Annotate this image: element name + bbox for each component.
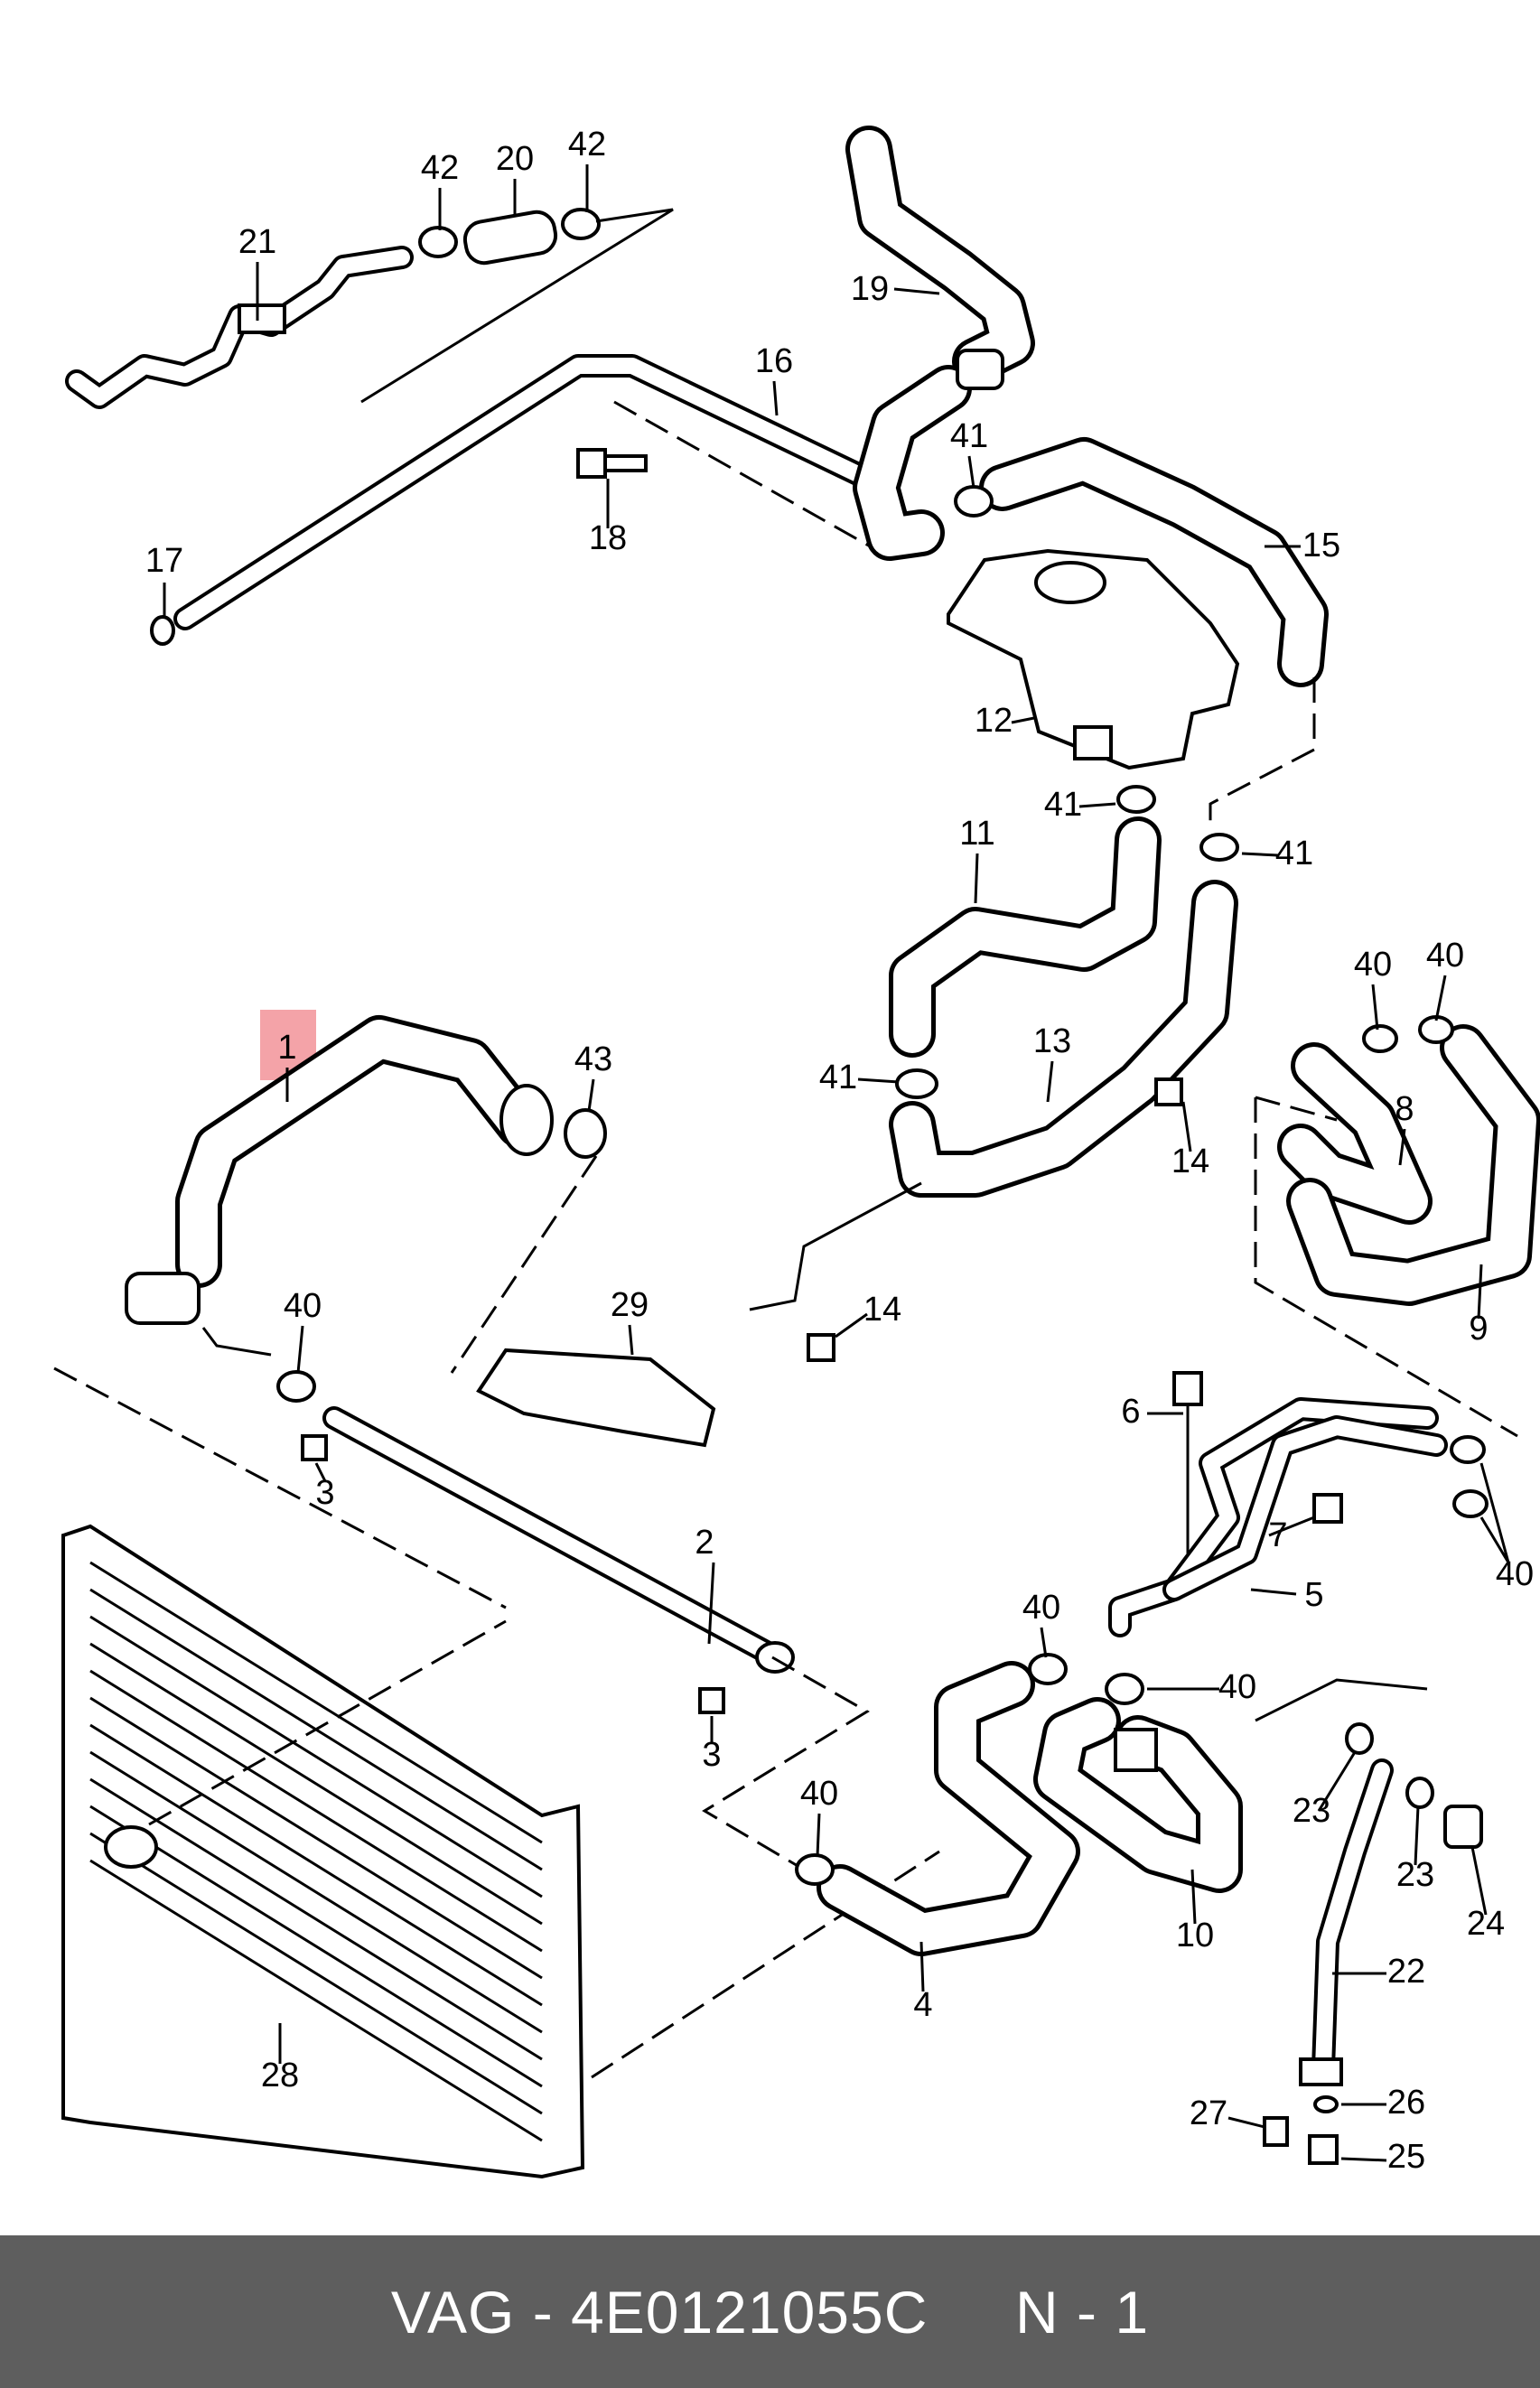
callout-13: 13 — [1033, 1022, 1071, 1060]
callout-43: 43 — [574, 1040, 612, 1078]
part-5-pipe — [1108, 1397, 1448, 1637]
callout-labels: 1 2 3 3 4 5 6 7 8 9 10 11 12 13 14 14 15… — [145, 126, 1534, 2176]
bolt-18 — [576, 448, 648, 479]
callout-1: 1 — [277, 1029, 296, 1067]
callout-40b: 40 — [1354, 946, 1392, 984]
leader-lines — [163, 164, 1510, 2162]
callout-29: 29 — [611, 1286, 649, 1324]
clamp-42-left — [418, 226, 458, 258]
clamp-40-hose9 — [1418, 1015, 1454, 1044]
ring-23-right — [1405, 1777, 1434, 1809]
callout-16: 16 — [755, 342, 793, 380]
part-22-pipe — [1255, 1678, 1428, 2086]
callout-7: 7 — [1268, 1516, 1287, 1554]
callout-5: 5 — [1304, 1576, 1323, 1614]
clamp-41-top — [954, 485, 994, 518]
callout-40a: 40 — [284, 1287, 322, 1325]
callout-4: 4 — [913, 1986, 932, 2024]
bolt-7 — [1312, 1493, 1343, 1524]
callout-14b: 14 — [863, 1291, 901, 1329]
bolt-6 — [1172, 1371, 1203, 1553]
callout-3b: 3 — [702, 1736, 721, 1774]
callout-2: 2 — [695, 1524, 714, 1562]
clamp-41-tank — [1116, 785, 1156, 814]
callout-40g: 40 — [800, 1775, 838, 1813]
bolt-3-bottom — [698, 1687, 725, 1714]
callout-42b: 42 — [568, 126, 606, 163]
clamp-40-hose8 — [1362, 1024, 1398, 1053]
washer-26 — [1313, 2095, 1339, 2113]
callout-40d: 40 — [1496, 1555, 1534, 1593]
part-13-pipe — [749, 880, 1238, 1311]
part-12-expansion-tank — [947, 548, 1240, 770]
part-10-hose — [1033, 1697, 1243, 1893]
part-number-caption: VAG - 4E0121055C N - 1 — [390, 2278, 1150, 2346]
clamp-40-hose10 — [1028, 1653, 1068, 1685]
part-15-hose — [979, 437, 1329, 687]
part-20-hose — [462, 210, 558, 266]
callout-3a: 3 — [315, 1474, 334, 1512]
callout-41a: 41 — [950, 417, 988, 455]
callout-26: 26 — [1387, 2084, 1425, 2122]
callout-23a: 23 — [1293, 1792, 1330, 1830]
coolant-system-drawing: 1 2 3 3 4 5 6 7 8 9 10 11 12 13 14 14 15… — [53, 126, 1540, 2179]
bolt-3-top — [301, 1434, 328, 1461]
clamp-41-right — [1199, 833, 1239, 862]
clamp-43 — [564, 1108, 607, 1159]
parts-diagram: 1 2 3 3 4 5 6 7 8 9 10 11 12 13 14 14 15… — [53, 126, 1540, 2179]
part-1-hose — [125, 1015, 554, 1325]
callout-9: 9 — [1469, 1310, 1488, 1348]
footer-bar: VAG - 4E0121055C N - 1 — [0, 2235, 1540, 2388]
clamp-40-hose4 — [795, 1853, 835, 1886]
part-4-hose — [817, 1661, 1080, 1956]
callout-21: 21 — [238, 223, 276, 261]
callout-25: 25 — [1387, 2138, 1425, 2176]
callout-42a: 42 — [421, 149, 459, 187]
callout-41b: 41 — [1044, 786, 1082, 824]
callout-15: 15 — [1302, 527, 1340, 564]
part-9-hose — [1286, 1024, 1540, 1306]
bolt-25 — [1308, 2134, 1339, 2165]
callout-17: 17 — [145, 542, 183, 580]
part-11-hose — [889, 816, 1162, 1058]
bolt-14-left — [807, 1333, 835, 1362]
part-28-radiator — [61, 1524, 585, 2179]
clamp-40-center — [1105, 1673, 1144, 1705]
plug-24 — [1443, 1805, 1483, 1849]
callout-12: 12 — [975, 702, 1013, 740]
callout-20: 20 — [496, 140, 534, 178]
callout-41d: 41 — [819, 1059, 857, 1096]
bolt-27 — [1263, 2116, 1289, 2147]
callout-8: 8 — [1395, 1090, 1414, 1128]
callout-40f: 40 — [1218, 1668, 1256, 1706]
callout-11: 11 — [959, 815, 994, 853]
clamps-40-right — [1450, 1435, 1489, 1518]
clamp-40-left — [276, 1370, 316, 1403]
part-8-hose — [1277, 1042, 1433, 1225]
part-29-duct — [476, 1348, 716, 1448]
callout-40c: 40 — [1426, 937, 1464, 975]
clamp-41-lower — [895, 1068, 938, 1099]
callout-40e: 40 — [1022, 1589, 1060, 1627]
bolt-14-right — [1154, 1077, 1183, 1106]
ring-23-left — [1345, 1722, 1374, 1755]
callout-19: 19 — [851, 270, 889, 308]
part-21-pipe — [65, 246, 414, 409]
callout-27: 27 — [1190, 2094, 1227, 2132]
part-2-pipe — [322, 1406, 795, 1674]
part-17-pipe — [150, 354, 901, 646]
callout-22: 22 — [1387, 1953, 1425, 1991]
clamp-42-right — [561, 208, 601, 240]
callout-6: 6 — [1121, 1393, 1140, 1431]
part-19-hose — [845, 126, 1035, 561]
callout-41c: 41 — [1275, 835, 1313, 872]
